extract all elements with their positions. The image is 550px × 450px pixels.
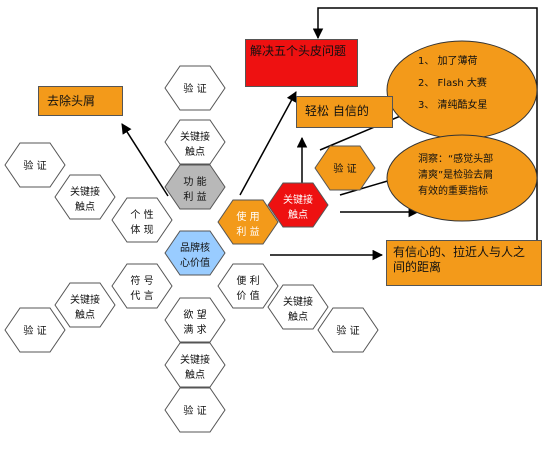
convenience-line1: 便 利 xyxy=(236,274,259,287)
kt-ll-line1: 关键接 xyxy=(70,293,100,306)
usage-line2: 利 益 xyxy=(236,225,259,238)
verify-ul-label: 验 证 xyxy=(23,159,46,172)
functional-line2: 利 益 xyxy=(183,190,206,203)
hex-verify-lower-left xyxy=(4,307,66,353)
core-line2: 心价值 xyxy=(180,256,210,269)
desire-line2: 满 求 xyxy=(183,324,206,336)
usage-line1: 使 用 xyxy=(236,210,259,223)
kt-usage-line2: 触点 xyxy=(288,208,308,221)
hex-key-touchpoint-bottom xyxy=(164,342,226,388)
hex-verify-top xyxy=(164,65,226,111)
list-item-2: 2、 Flash 大赛 xyxy=(418,76,487,89)
hex-key-touchpoint-upper-left xyxy=(54,174,116,220)
hex-key-touchpoint-top xyxy=(164,119,226,165)
hex-verify-lower-right xyxy=(317,307,379,353)
solve-five-box: 解决五个头皮问题 xyxy=(245,39,358,87)
hex-usage-benefit xyxy=(217,199,279,245)
symbol-line2: 代 言 xyxy=(130,289,153,302)
personality-line1: 个 性 xyxy=(130,208,153,221)
dandruff-box: 去除头屑 xyxy=(38,86,123,116)
relaxed-label: 轻松 自信的 xyxy=(305,104,369,118)
kt-ul-line1: 关键接 xyxy=(70,185,100,198)
hex-key-touchpoint-usage xyxy=(267,182,329,228)
list-item-1: 1、 加了薄荷 xyxy=(418,54,478,67)
kt-ul-line2: 触点 xyxy=(75,200,95,213)
kt-lr-line1: 关键接 xyxy=(283,295,313,308)
verify-bottom-label: 验 证 xyxy=(183,404,206,417)
verify-orange-label: 验 证 xyxy=(333,162,356,175)
closeness-label: 有信心的、拉近人与人之间的距离 xyxy=(393,245,526,274)
list-item-3: 3、 清纯酷女星 xyxy=(418,98,488,111)
kt-bottom-line1: 关键接 xyxy=(180,353,210,366)
closeness-box: 有信心的、拉近人与人之间的距离 xyxy=(386,240,542,286)
hex-key-touchpoint-lower-left xyxy=(54,282,116,328)
verify-ll-label: 验 证 xyxy=(23,324,46,337)
verify-top-label: 验 证 xyxy=(183,82,206,95)
central-cluster: 功 能 利 益 个 性 体 现 品牌核 心价值 使 用 利 益 符 号 代 言 … xyxy=(111,164,279,343)
insight-ellipse xyxy=(386,134,538,222)
core-line1: 品牌核 xyxy=(180,241,210,254)
dandruff-label: 去除头屑 xyxy=(47,94,96,108)
hex-functional-benefit xyxy=(164,164,226,210)
kt-top-line1: 关键接 xyxy=(180,130,210,143)
solve-five-label: 解决五个头皮问题 xyxy=(250,44,347,58)
kt-ll-line2: 触点 xyxy=(75,308,95,321)
functional-line1: 功 能 xyxy=(183,175,206,188)
personality-line2: 体 现 xyxy=(130,224,153,236)
verify-lr-label: 验 证 xyxy=(336,324,359,337)
hex-desire xyxy=(164,297,226,343)
hex-verify-bottom xyxy=(164,387,226,433)
arrow-to-solve-five xyxy=(239,91,297,196)
hex-verify-upper-left xyxy=(4,142,66,188)
hex-verify-orange xyxy=(314,145,376,191)
desire-line1: 欲 望 xyxy=(183,308,206,321)
convenience-line2: 价 值 xyxy=(236,289,259,302)
key-touchpoints: 关键接 触点 关键接 触点 关键接 触点 关键接 触点 关键接 触点 关键接 触… xyxy=(54,119,329,388)
insight-line1: 洞察：“感觉头部 xyxy=(418,152,493,165)
kt-top-line2: 触点 xyxy=(185,145,205,158)
insight-line2: 清爽”是检验去屑 xyxy=(418,168,493,181)
kt-bottom-line2: 触点 xyxy=(185,368,205,381)
verification-hexes: 验 证 验 证 验 证 验 证 验 证 验 证 xyxy=(4,65,379,433)
hex-personality xyxy=(111,197,173,243)
kt-lr-line2: 触点 xyxy=(288,310,308,323)
relaxed-box: 轻松 自信的 xyxy=(296,96,393,128)
ellipses: 1、 加了薄荷 2、 Flash 大赛 3、 清纯酷女星 洞察：“感觉头部 清爽… xyxy=(386,40,538,222)
kt-usage-line1: 关键接 xyxy=(283,193,313,206)
arrow-to-dandruff xyxy=(121,123,169,197)
hex-brand-core xyxy=(164,230,226,276)
symbol-line1: 符 号 xyxy=(130,274,153,287)
hex-key-touchpoint-lower-right xyxy=(267,284,329,330)
arrow-to-list-2 xyxy=(319,110,411,151)
hex-convenience xyxy=(217,263,279,309)
hex-symbol xyxy=(111,263,173,309)
insight-line3: 有效的重要指标 xyxy=(418,184,488,197)
